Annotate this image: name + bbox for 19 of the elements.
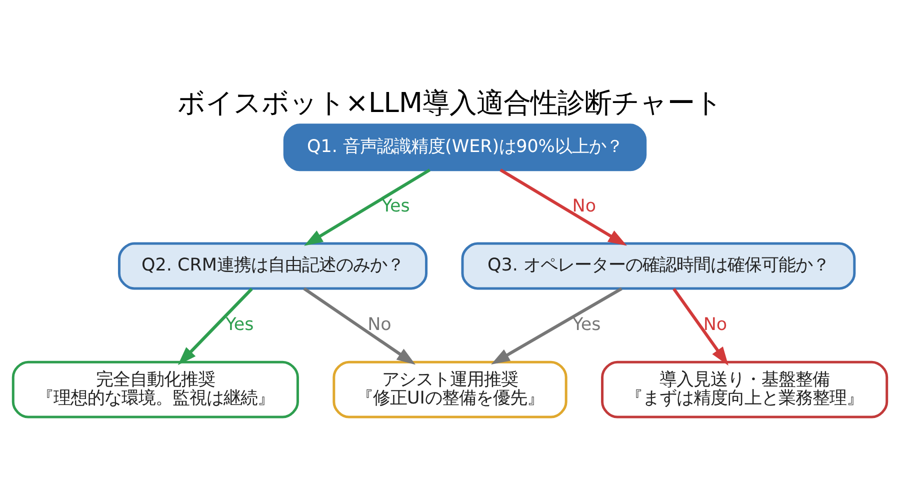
arrow	[491, 287, 622, 364]
node-box: Q3. オペレーターの確認時間は確保可能か？	[461, 242, 856, 290]
node-box: Q1. 音声認識精度(WER)は90%以上か？	[283, 124, 647, 172]
node-box: アシスト運用推奨 『修正UIの整備を優先』	[332, 360, 568, 418]
arrow	[178, 288, 253, 366]
node-box: Q2. CRM連携は自由記述のみか？	[118, 242, 428, 290]
edge-label: No	[368, 314, 392, 335]
arrow	[500, 168, 627, 246]
edge-label: No	[703, 314, 728, 335]
arrow	[672, 288, 728, 366]
node-box: 導入見送り・基盤整備 『まずは精度向上と業務整理』	[601, 360, 888, 418]
diagram-title: ボイスボット×LLM導入適合性診断チャート	[177, 88, 723, 119]
edge-label: Yes	[382, 196, 410, 216]
edge-label: Yes	[226, 314, 254, 335]
node-box: 完全自動化推奨 『理想的な環境。監視は継続』	[12, 360, 299, 418]
edge-label: Yes	[572, 314, 601, 335]
arrow	[303, 287, 416, 365]
edge-label: No	[572, 196, 596, 216]
arrow	[304, 168, 431, 246]
